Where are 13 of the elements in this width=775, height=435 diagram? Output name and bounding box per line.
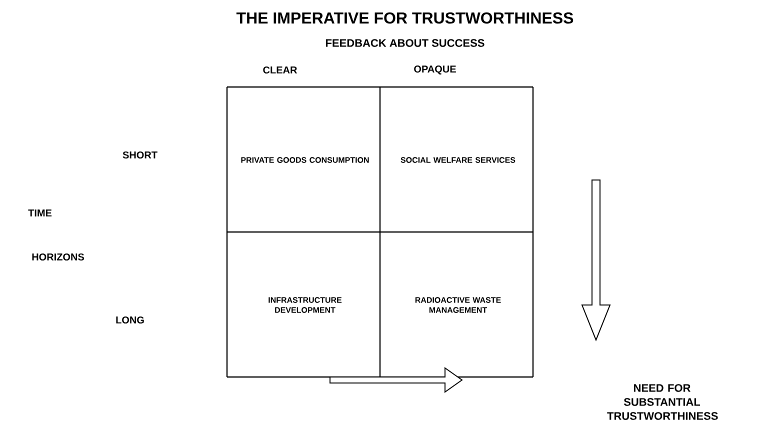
grid-cell: SOCIAL WELFARE SERVICES [400, 157, 516, 163]
axis-label: HORIZONS [32, 253, 84, 261]
column-header: CLEAR [263, 66, 298, 74]
title: THE IMPERATIVE FOR TRUSTWORTHINESS [236, 12, 574, 24]
annotation-text: NEED FOR SUBSTANTIAL TRUSTWORTHINESS [607, 384, 718, 420]
subtitle: FEEDBACK ABOUT SUCCESS [326, 39, 484, 47]
grid-cell: PRIVATE GOODS CONSUMPTION [241, 157, 369, 163]
row-header: SHORT [122, 151, 158, 159]
axis-label: TIME [28, 210, 52, 216]
grid-cell: INFRASTRUCTURE DEVELOPMENT [268, 297, 342, 313]
grid-cell: RADIOACTIVE WASTE MANAGEMENT [415, 297, 501, 313]
column-header: OPAQUE [414, 66, 456, 74]
row-header: LONG [116, 316, 144, 324]
